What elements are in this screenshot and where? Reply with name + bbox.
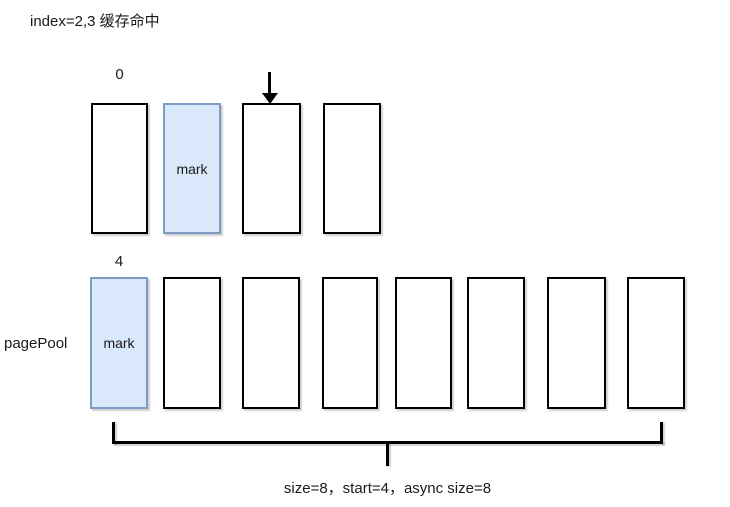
cache-cell-1-marked: mark [163, 103, 221, 234]
bracket-stem [386, 443, 389, 466]
mark-label: mark [176, 160, 208, 177]
bracket-left-tick [112, 422, 115, 444]
cache-cell-2 [242, 103, 301, 234]
pagepool-cell-2 [242, 277, 300, 409]
cache-cell-0 [91, 103, 148, 234]
cache-cell-3 [323, 103, 381, 234]
down-arrow-icon [262, 93, 278, 104]
pagepool-cell-1 [163, 277, 221, 409]
bottom-row-index-label: 4 [114, 253, 124, 270]
pagepool-cell-7 [627, 277, 685, 409]
pagepool-cell-3 [322, 277, 378, 409]
pagepool-cell-5 [467, 277, 525, 409]
bracket-bar [112, 441, 663, 444]
mark-label: mark [103, 335, 135, 351]
down-arrow-icon [268, 72, 271, 95]
pagepool-cell-4 [395, 277, 452, 409]
top-row-index-label: 0 [115, 66, 124, 83]
pagepool-cell-6 [547, 277, 606, 409]
pagepool-label: pagePool [4, 335, 68, 352]
pagepool-cell-0-marked: mark [90, 277, 148, 409]
bracket-right-tick [660, 422, 663, 444]
bracket-caption: size=8，start=4，async size=8 [283, 480, 492, 497]
diagram-title: index=2,3 缓存命中 [30, 13, 160, 30]
